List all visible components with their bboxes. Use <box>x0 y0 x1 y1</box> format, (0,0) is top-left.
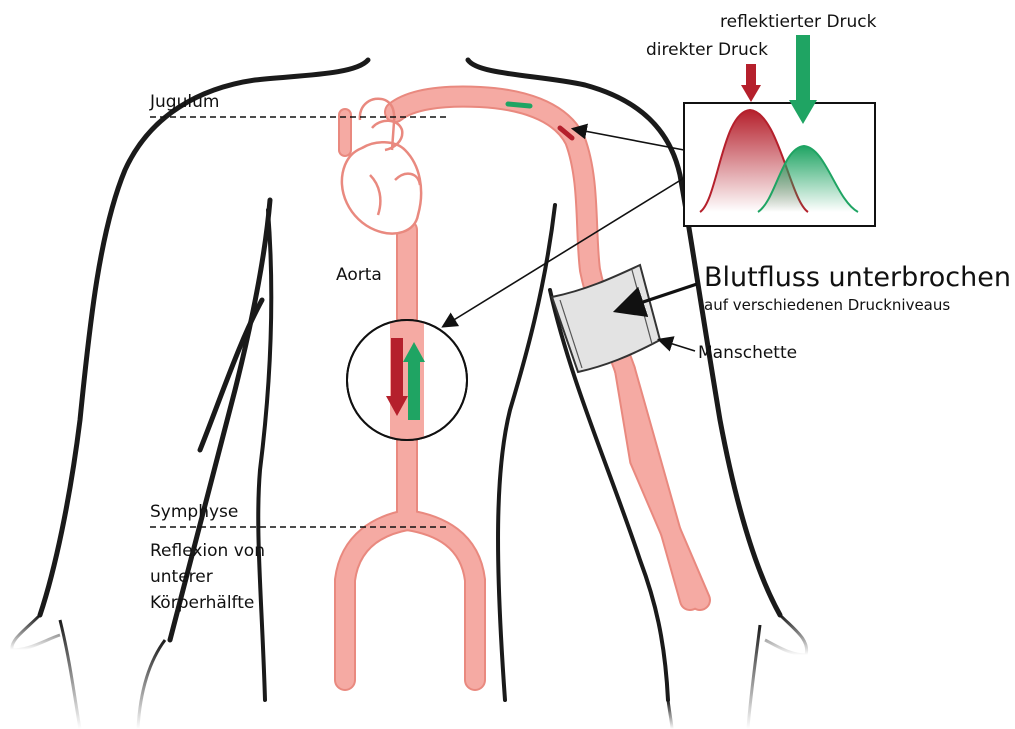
reflected-pressure-label: reflektierter Druck <box>720 12 877 32</box>
reflexion-label-line2: unterer <box>150 567 213 587</box>
symphyse-label: Symphyse <box>150 502 238 522</box>
heart <box>342 99 421 234</box>
jugulum-label: Jugulum <box>149 92 219 112</box>
aorta-label: Aorta <box>336 265 382 285</box>
hands <box>12 615 807 729</box>
blood-flow-interrupted-subtitle: auf verschiedenen Druckniveaus <box>704 296 950 314</box>
pulse-wave-box <box>684 103 875 226</box>
direct-pressure-arrow <box>741 64 761 102</box>
direct-pressure-label: direkter Druck <box>646 40 768 60</box>
reflexion-label-line1: Reflexion von <box>150 541 265 561</box>
blood-flow-interrupted-title: Blutfluss unterbrochen <box>704 262 1011 293</box>
reflexion-label-line3: Körperhälfte <box>150 593 254 613</box>
aorta-magnifier <box>347 320 467 440</box>
cuff-label: Manschette <box>698 343 797 363</box>
